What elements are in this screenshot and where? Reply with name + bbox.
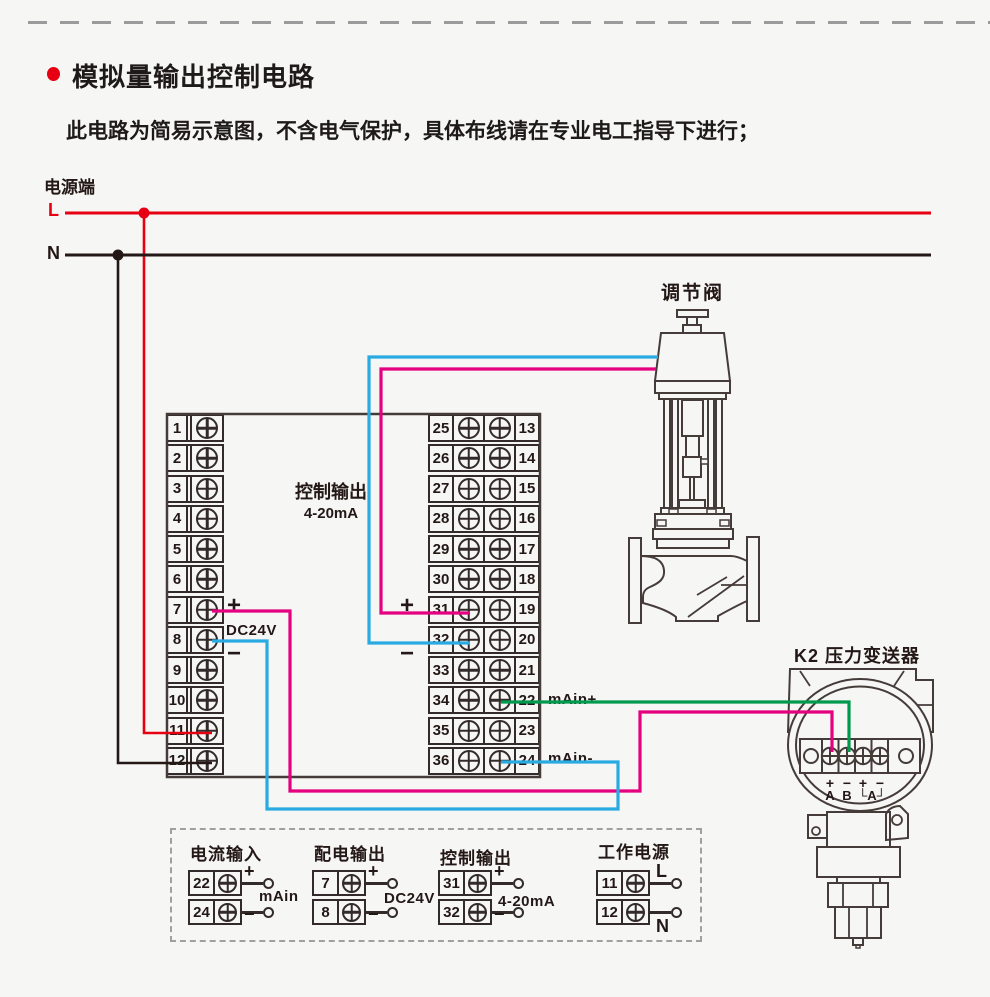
lead-wire	[242, 882, 263, 885]
lead-wire	[492, 882, 513, 885]
legend-group-title: 电流输入	[190, 845, 262, 864]
screw-terminal-icon	[468, 902, 487, 922]
legend-signal-label: DC24V	[384, 890, 435, 907]
polarity-sign: −	[368, 904, 379, 924]
polarity-sign: +	[368, 861, 379, 881]
wire-end-node	[513, 878, 524, 889]
wire-end-node	[263, 907, 274, 918]
terminal-number: 11	[596, 870, 621, 896]
polarity-sign: −	[244, 904, 255, 924]
transmitter-terminal-name: B	[842, 788, 852, 803]
screw-terminal-icon	[626, 873, 645, 893]
dc24v-minus-sign: −	[227, 640, 242, 667]
legend-group-title: 控制输出	[440, 849, 512, 868]
legend-group-title: 配电输出	[314, 845, 386, 864]
lead-wire	[492, 911, 513, 914]
wire-end-node	[671, 878, 682, 889]
terminal-number: 31	[438, 870, 463, 896]
legend-signal-label: 4-20mA	[498, 893, 556, 910]
line-sign: N	[656, 916, 669, 936]
page-title: 模拟量输出控制电路	[72, 62, 316, 92]
wire-end-node	[513, 907, 524, 918]
dc24v-label: DC24V	[226, 622, 277, 639]
terminal-number: 12	[596, 899, 621, 925]
lead-wire	[366, 882, 387, 885]
lead-wire	[242, 911, 263, 914]
lead-wire	[650, 911, 671, 914]
screw-terminal-icon	[626, 902, 645, 922]
lead-wire	[366, 911, 387, 914]
ctrl-minus-sign: −	[400, 640, 415, 667]
valve-label: 调节阀	[661, 283, 725, 304]
legend-group-working-power: 工作电源 11 L 12 N	[596, 828, 716, 942]
transmitter-label: K2 压力变送器	[794, 646, 921, 666]
main-plus-label: mAin+	[548, 691, 597, 708]
transmitter-terminal-name: A	[825, 788, 835, 803]
top-dashed-divider	[28, 21, 990, 24]
line-sign: L	[656, 861, 667, 881]
control-output-label: 控制输出 4-20mA	[295, 482, 367, 522]
line-n-label: N	[47, 243, 60, 263]
main-minus-label: mAin-	[548, 750, 593, 767]
polarity-sign: +	[244, 861, 255, 881]
wire-end-node	[671, 907, 682, 918]
wire-end-node	[387, 878, 398, 889]
dc24v-plus-sign: +	[227, 592, 242, 619]
polarity-sign: +	[494, 861, 505, 881]
legend-group-power-output: 配电输出 7 + DC24V 8 −	[312, 828, 435, 942]
screw-terminal-icon	[468, 873, 487, 893]
title-bullet-icon	[47, 67, 60, 81]
power-terminal-label: 电源端	[44, 178, 95, 197]
terminal-number: 7	[312, 870, 337, 896]
screw-terminal-icon	[342, 902, 361, 922]
terminal-number: 24	[188, 899, 213, 925]
legend-signal-label: mAin	[259, 888, 299, 905]
lead-wire	[650, 882, 671, 885]
wire-end-node	[387, 907, 398, 918]
terminal-number: 8	[312, 899, 337, 925]
wire-end-node	[263, 878, 274, 889]
page-subtitle: 此电路为简易示意图，不含电气保护，具体布线请在专业电工指导下进行；	[66, 120, 759, 143]
polarity-sign: −	[494, 904, 505, 924]
legend-group-title: 工作电源	[598, 843, 670, 862]
legend-group-current-input: 电流输入 22 + mAin 24 −	[188, 828, 308, 942]
transmitter-terminal-name: └A┘	[858, 788, 886, 803]
legend-group-control-output: 控制输出 31 + 4-20mA 32 −	[438, 828, 558, 942]
terminal-number: 32	[438, 899, 463, 925]
screw-terminal-icon	[218, 902, 237, 922]
screw-terminal-icon	[218, 873, 237, 893]
ctrl-plus-sign: +	[400, 592, 415, 619]
screw-terminal-icon	[342, 873, 361, 893]
legend-box	[170, 828, 702, 942]
line-l-label: L	[48, 200, 59, 220]
terminal-number: 22	[188, 870, 213, 896]
